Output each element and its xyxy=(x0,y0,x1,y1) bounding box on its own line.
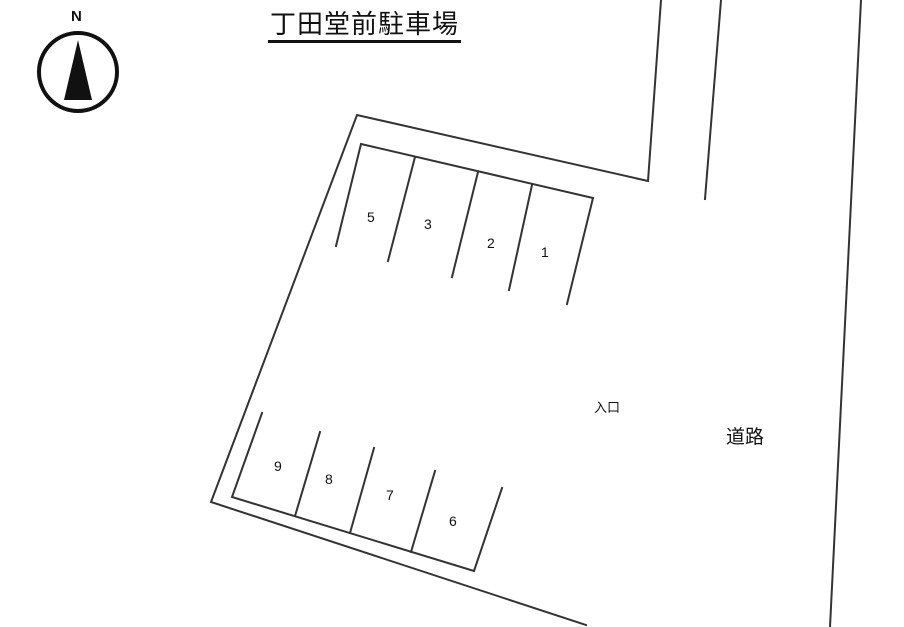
stall-divider xyxy=(409,469,437,554)
stall-divider xyxy=(293,430,322,518)
page-title: 丁田堂前駐車場 xyxy=(268,10,462,43)
entrance-label: 入口 xyxy=(594,401,621,416)
top-row-boundary xyxy=(334,142,595,306)
stall-number: 3 xyxy=(424,216,432,232)
compass xyxy=(37,31,119,113)
outer-boundary xyxy=(209,0,663,627)
road-label: 道路 xyxy=(726,426,765,448)
bottom-row-boundary xyxy=(230,411,504,573)
stall-number: 7 xyxy=(386,487,394,503)
compass-circle xyxy=(37,31,119,113)
compass-north-label: N xyxy=(71,8,82,25)
stall-divider xyxy=(450,170,480,279)
north-arrow-icon xyxy=(64,40,92,100)
stall-number: 1 xyxy=(541,244,549,260)
stall-number: 2 xyxy=(487,235,495,251)
road-edge-left xyxy=(703,0,723,201)
road-edge-right xyxy=(828,0,863,627)
stall-divider xyxy=(348,446,376,535)
stall-number: 6 xyxy=(449,513,457,529)
stall-number: 9 xyxy=(274,458,282,474)
stall-divider xyxy=(507,183,534,292)
stall-divider xyxy=(386,155,417,263)
stall-number: 5 xyxy=(367,209,375,225)
stall-number: 8 xyxy=(325,471,333,487)
